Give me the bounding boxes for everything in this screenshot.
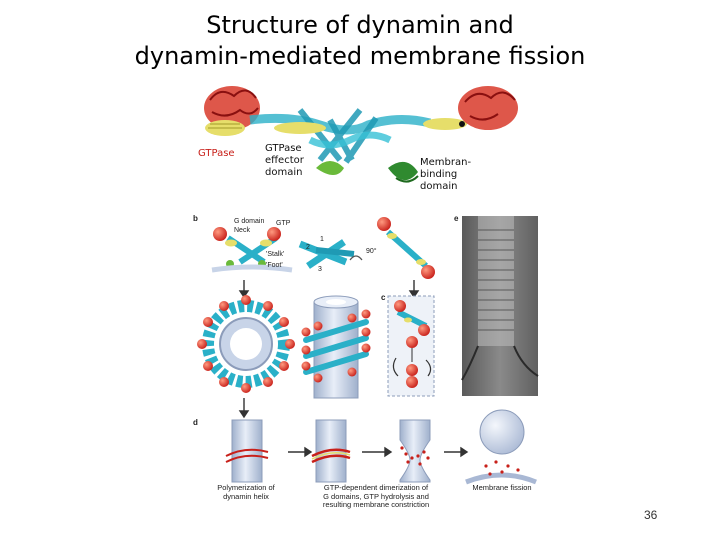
rotation-label: 90° (366, 248, 377, 255)
helix-number-1: 1 (320, 236, 324, 243)
helix-number-2: 2 (306, 244, 310, 251)
title-line-1: Structure of dynamin and (206, 11, 514, 39)
page-number: 36 (644, 508, 658, 522)
ged-label-line-3: domain (265, 167, 303, 178)
rotated-monomer (377, 217, 435, 279)
step-polymerization (225, 419, 269, 483)
step-constriction-start (311, 419, 351, 483)
stalk-crossed-view (298, 239, 355, 269)
panel-c-letter: c (381, 293, 386, 302)
caption-1-line-1: Polymerization of (217, 483, 275, 492)
slide-title: Structure of dynamin and dynamin-mediate… (0, 10, 720, 72)
flow-arrows (238, 280, 469, 458)
ged-label-line-2: effector (265, 155, 304, 166)
panel-d-letter: d (193, 418, 198, 427)
mbd-label-line-1: Membran- (420, 157, 472, 168)
caption-1-line-2: dynamin helix (223, 491, 269, 501)
step-constriction (399, 419, 431, 483)
green-domains (316, 161, 419, 183)
mbd-label-line-2: binding (420, 169, 458, 180)
panel-c-inset (387, 295, 435, 397)
caption-2-line-2: G domains, GTP hydrolysis and (323, 491, 429, 501)
helix-ring-top-view (197, 295, 295, 393)
effector-domain-yellow (274, 118, 467, 134)
panel-a-structure (204, 86, 518, 183)
caption-2-line-3: resulting membrane constriction (322, 500, 430, 509)
panel-e-letter: e (454, 214, 459, 223)
mbd-label-line-3: domain (420, 181, 458, 192)
gtpase-label: GTPase (198, 148, 235, 159)
panel-e-electron-micrograph (461, 216, 539, 396)
g-domain-label: G domain (234, 218, 265, 225)
gtpase-effector-domain-label: GTPase effector domain (265, 143, 304, 179)
gtp-label: GTP (276, 220, 291, 227)
panel-b-diagram (211, 217, 435, 279)
ged-label-line-1: GTPase (265, 143, 302, 154)
helix-number-3: 3 (318, 266, 322, 273)
title-line-2: dynamin-mediated membrane fission (134, 42, 586, 70)
caption-membrane-fission: Membrane fission (472, 483, 532, 492)
membrane-binding-domain-label: Membran- binding domain (420, 157, 471, 193)
stalk-label: 'Stalk' (266, 251, 285, 258)
caption-2-line-1: GTP-dependent dimerization of (323, 483, 429, 492)
stalk-helices (249, 108, 432, 164)
panel-b-letter: b (193, 214, 198, 223)
helix-tube-side-view (301, 295, 371, 399)
neck-label: Neck (234, 227, 250, 234)
foot-label: 'Foot' (266, 262, 283, 269)
gtpase-domain-right (458, 86, 518, 130)
step-membrane-fission (465, 409, 537, 485)
gtpase-domain-left (204, 86, 260, 136)
caption-constriction: GTP-dependent dimerization of G domains,… (306, 483, 446, 510)
panel-d-fission-steps (225, 409, 537, 485)
caption-polymerization: Polymerization of dynamin helix (206, 483, 286, 501)
